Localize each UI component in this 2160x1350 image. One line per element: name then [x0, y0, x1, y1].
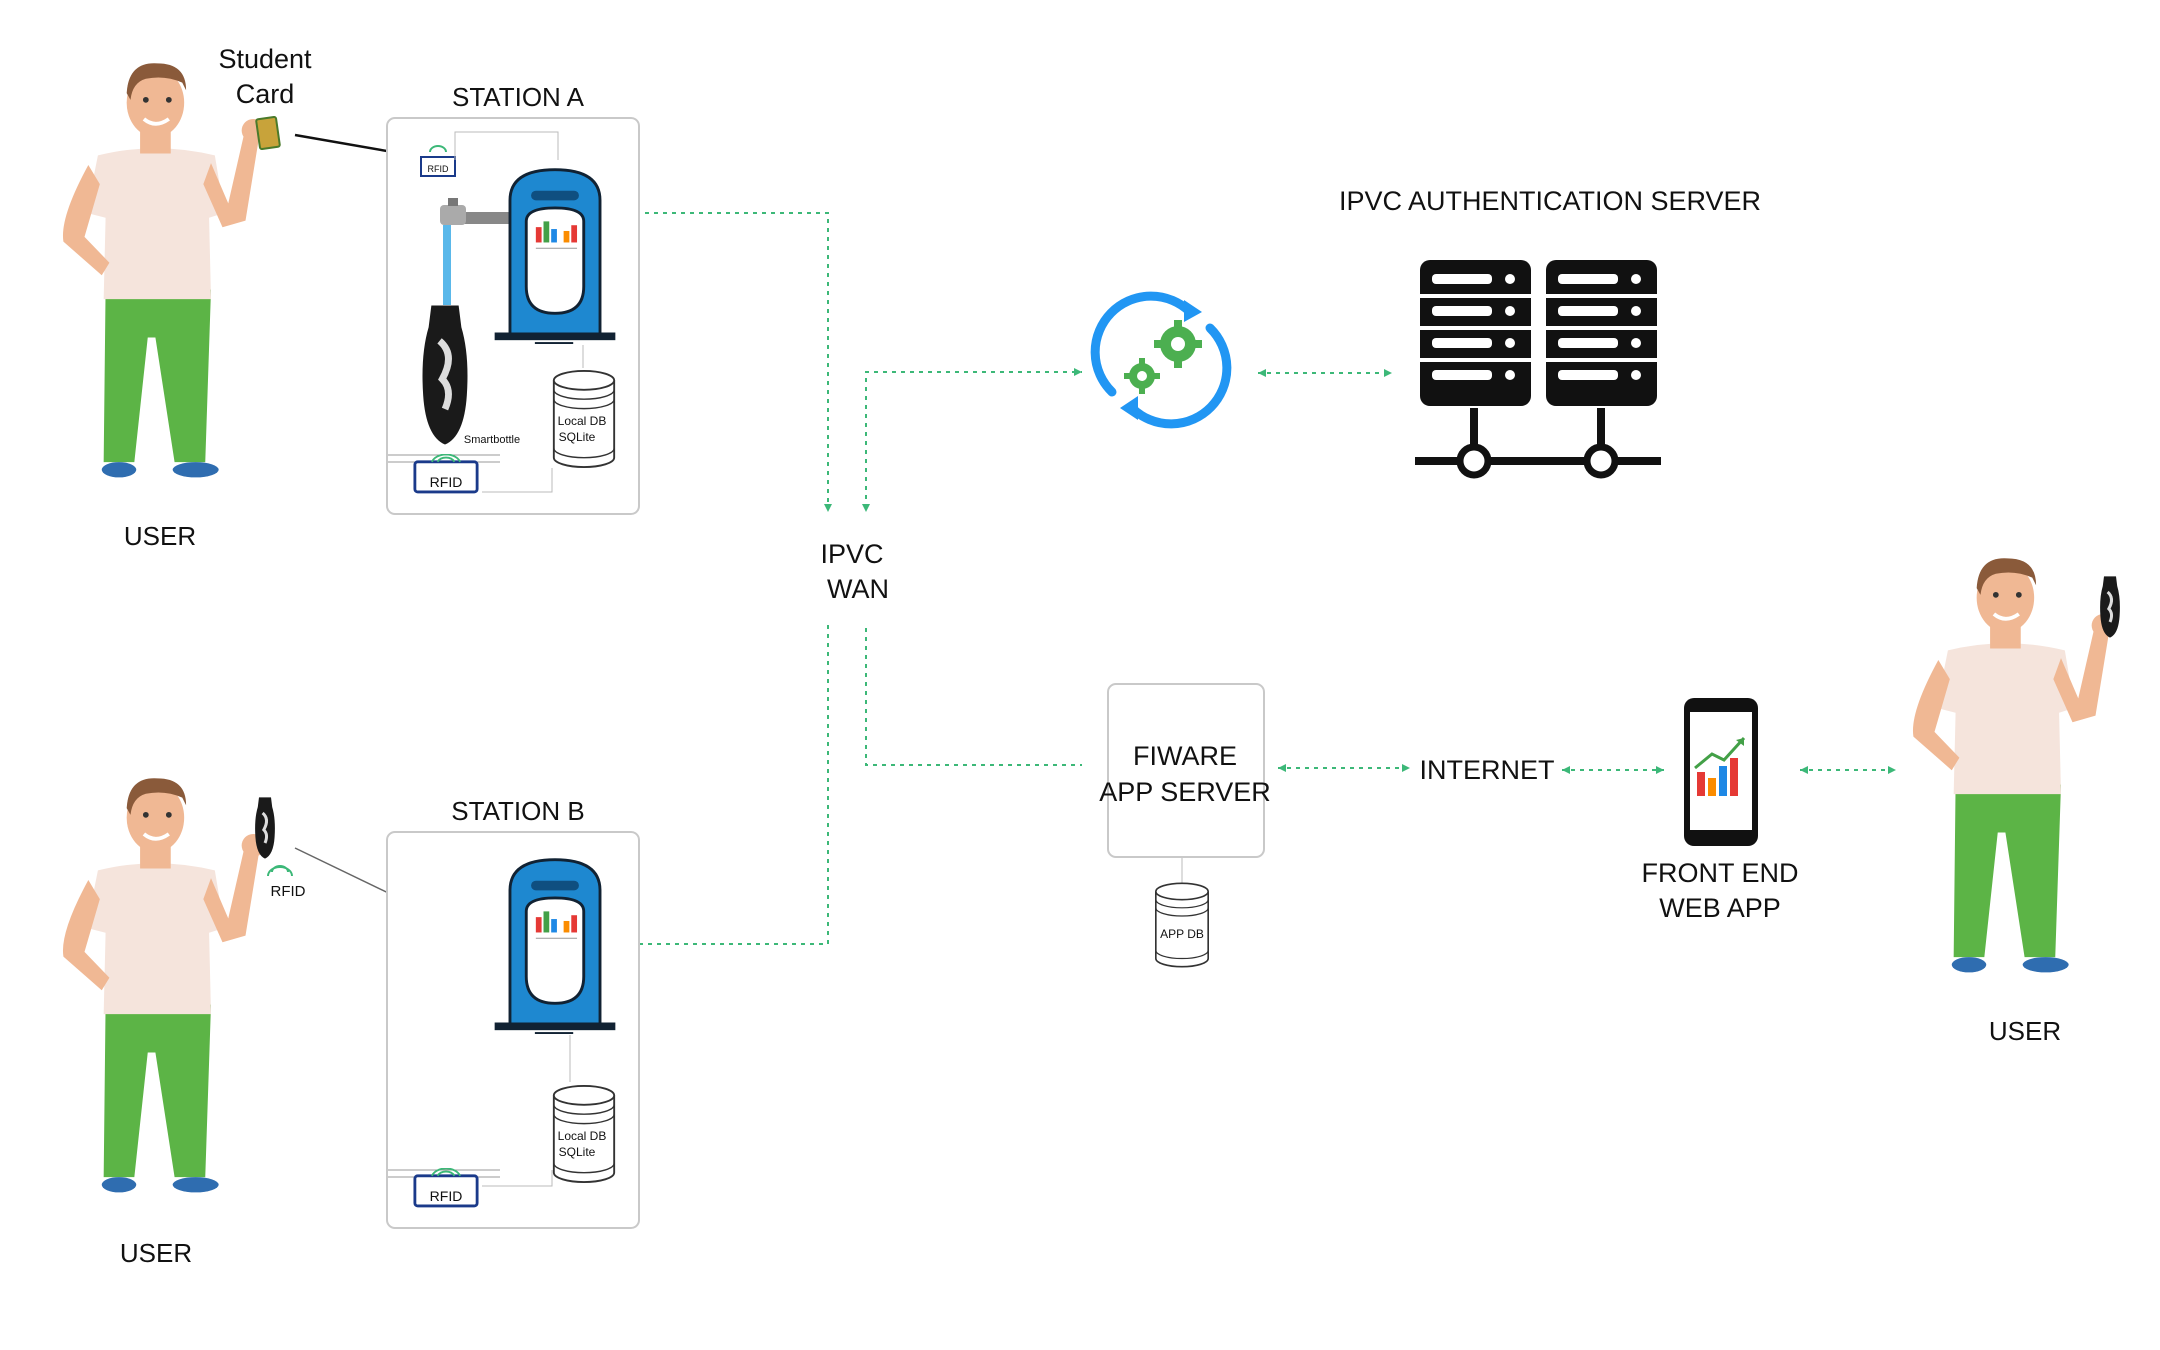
station-a-small-rfid-label: RFID: [428, 164, 449, 174]
station-a-db-line2: SQLite: [559, 430, 596, 444]
user-top-left: USER: [61, 61, 281, 551]
station-a: STATION A RFID Smartbottle Local DB SQLi…: [386, 82, 640, 515]
connection-lines: [612, 212, 1896, 945]
wan-label: IPVC WAN: [820, 539, 889, 604]
wan-label-line1: IPVC: [820, 539, 883, 569]
fiware-box: [1107, 683, 1265, 858]
auth-server: IPVC AUTHENTICATION SERVER: [1339, 186, 1761, 479]
link-wan-auth: [865, 371, 1082, 508]
user-bottom-left-label: USER: [120, 1238, 192, 1268]
wan-label-line2: WAN: [827, 574, 889, 604]
smartbottle-icon: [423, 305, 468, 444]
link-wan-fiware: [865, 628, 1082, 766]
fiware-label-line1: FIWARE: [1133, 741, 1237, 771]
station-b-device-icon: [493, 858, 617, 1034]
network-node-left: [1456, 443, 1492, 479]
auth-server-title: IPVC AUTHENTICATION SERVER: [1339, 186, 1761, 216]
internet-label: INTERNET: [1420, 755, 1555, 785]
student-card-label: Student Card: [218, 44, 312, 109]
station-b-rfid-label: RFID: [430, 1188, 463, 1204]
app-db-icon: [1154, 882, 1210, 968]
user-right-label: USER: [1989, 1016, 2061, 1046]
station-b-title: STATION B: [451, 796, 584, 826]
user-bottom-left: RFID USER: [61, 776, 306, 1268]
student-card-icon: [255, 116, 281, 150]
bar-chart-icon: [1694, 736, 1746, 796]
station-a-rfid-label: RFID: [430, 474, 463, 490]
station-b-db-line2: SQLite: [559, 1145, 596, 1159]
front-end-web-app: FRONT END WEB APP: [1641, 698, 1799, 923]
nfc-icon: [267, 865, 293, 877]
server-rack-icon-right: [1544, 258, 1659, 408]
web-app-label-line1: FRONT END: [1641, 858, 1798, 888]
web-app-label-line2: WEB APP: [1659, 893, 1781, 923]
sync-gear-icon: [1090, 291, 1232, 429]
station-a-small-rfid: [420, 156, 456, 177]
station-b: STATION B Local DB SQLite RFID: [386, 796, 640, 1229]
student-card-label-line2: Card: [236, 79, 295, 109]
student-card-label-line1: Student: [218, 44, 312, 74]
station-a-device-icon: [493, 168, 617, 344]
station-a-db-line1: Local DB: [558, 414, 607, 428]
link-station-a-wan: [618, 212, 829, 508]
app-db-label: APP DB: [1160, 927, 1204, 941]
link-station-b-wan: [612, 622, 829, 945]
user-right: USER: [1911, 556, 2122, 1046]
network-node-right: [1583, 443, 1619, 479]
bottle-rfid-label: RFID: [271, 883, 306, 900]
fiware-app-server: FIWARE APP SERVER APP DB: [1099, 683, 1271, 968]
station-b-db-line1: Local DB: [558, 1129, 607, 1143]
server-rack-icon-left: [1418, 258, 1533, 408]
arrow-tips: [618, 209, 1896, 774]
smartbottle-label: Smartbottle: [464, 434, 520, 446]
user-top-left-label: USER: [124, 521, 196, 551]
station-a-title: STATION A: [452, 82, 585, 112]
fiware-label-line2: APP SERVER: [1099, 777, 1271, 807]
